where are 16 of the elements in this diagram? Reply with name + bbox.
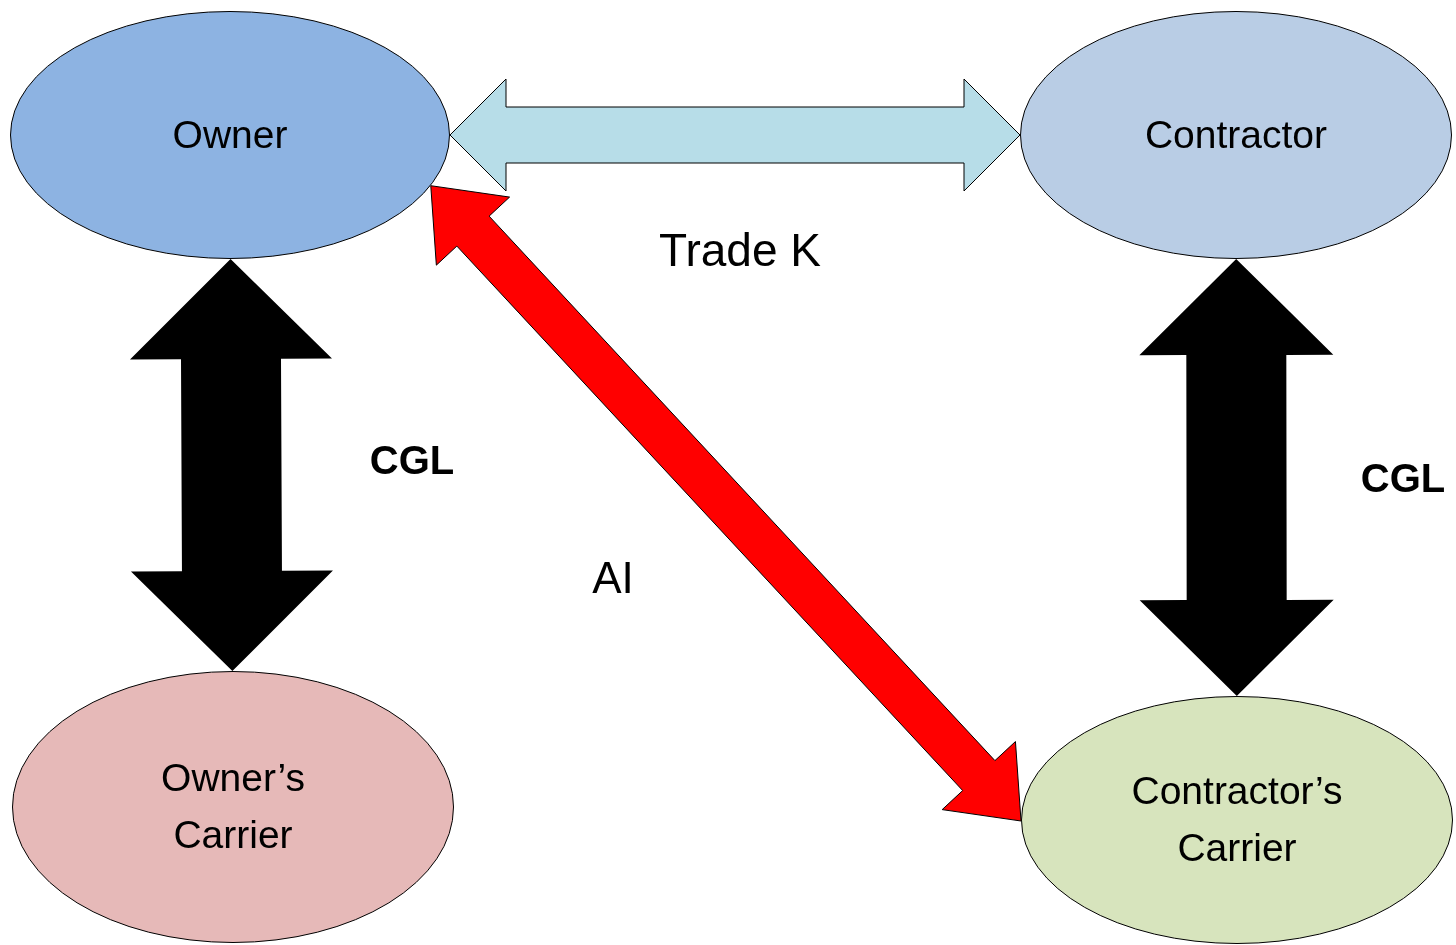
double-arrow: [130, 259, 333, 671]
node-label: Owner’s Carrier: [160, 755, 306, 858]
edge-label: CGL: [1360, 455, 1446, 501]
ellipse-node: [10, 11, 450, 259]
node-label: Contractor: [1143, 111, 1329, 158]
ellipse-node: [1021, 696, 1453, 944]
node-label: Owner: [171, 111, 289, 158]
edge-label: Trade K: [659, 223, 821, 277]
double-arrow: [1139, 259, 1334, 696]
edge-label: CGL: [369, 437, 455, 483]
edge-label: AI: [592, 553, 634, 603]
ellipse-node: [12, 671, 454, 943]
ellipse-node: [1020, 11, 1452, 259]
double-arrow: [430, 185, 1022, 822]
node-label: Contractor’s Carrier: [1130, 768, 1344, 871]
double-arrow: [449, 78, 1021, 192]
